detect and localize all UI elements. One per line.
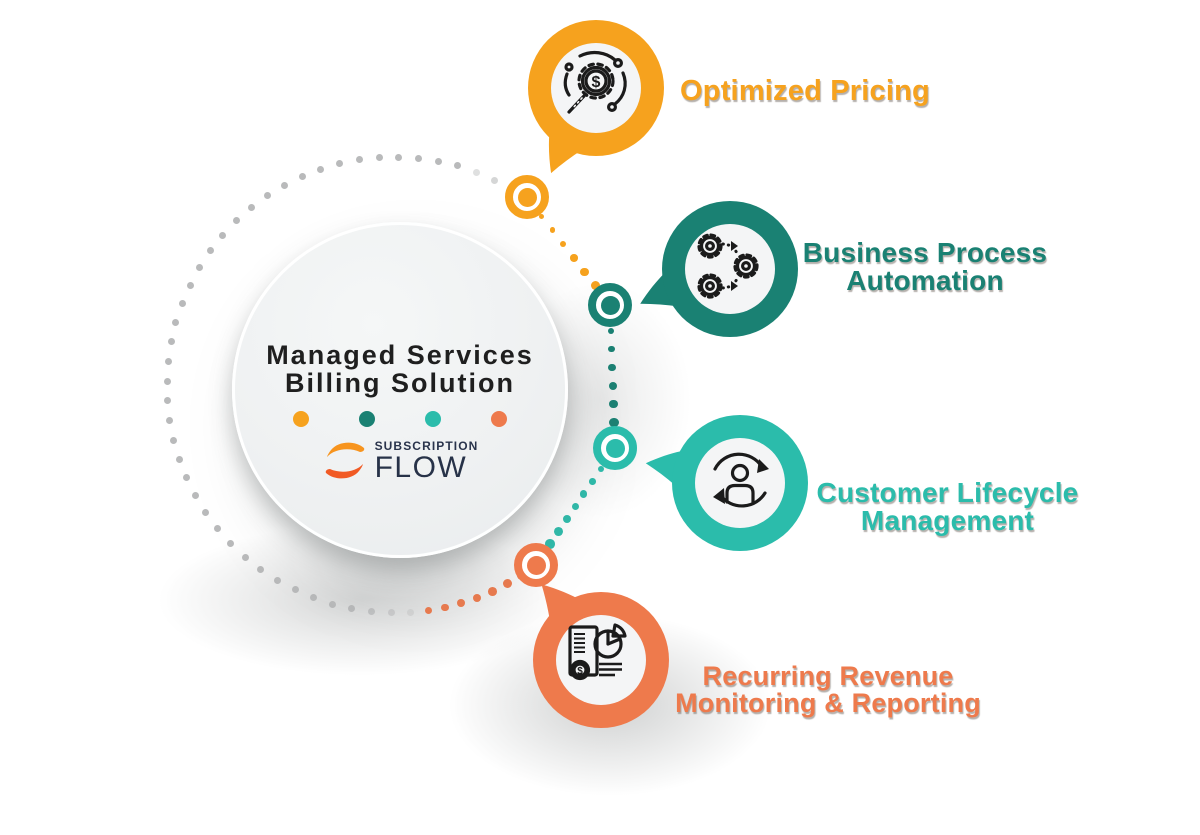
connector-ring-4 [514,543,558,587]
label-customer-lifecycle-management: Customer Lifecycle Management [790,479,1105,535]
label-line1: Optimized Pricing [680,75,930,107]
label-optimized-pricing: Optimized Pricing [640,75,970,107]
label-line2: Monitoring & Reporting [675,688,981,718]
connector-ring-2 [588,283,632,327]
logo-text: SUBSCRIPTION FLOW [374,439,479,484]
subscription-flow-logo: SUBSCRIPTION FLOW [322,439,479,484]
bubble-recurring-revenue: $ [533,584,669,728]
bubble-customer-lifecycle-management [645,415,808,551]
bubble-optimized-pricing: $ [528,20,664,174]
label-line1: Customer Lifecycle [816,477,1079,508]
label-line1: Business Process [802,237,1048,268]
lifecycle-user-arrows-icon [713,452,769,508]
color-dot-3 [425,411,441,427]
center-circle: Managed Services Billing Solution SUBSCR… [232,222,568,558]
ring-core [517,187,537,207]
color-dot-2 [359,411,375,427]
pricing-magnifier-gear-icon: $ [563,50,627,114]
connector-ring-3 [593,426,637,470]
automation-gears-icon [697,233,759,299]
revenue-report-icon: $ [568,623,627,681]
logo-brand-bottom: FLOW [374,451,468,484]
color-dot-1 [293,411,309,427]
color-dot-4 [491,411,507,427]
color-dot-row [293,411,507,427]
ring-core [526,555,546,575]
main-title-line1: Managed Services [266,340,534,370]
label-recurring-revenue: Recurring Revenue Monitoring & Reporting [672,663,984,717]
logo-brand-top: SUBSCRIPTION [374,439,479,453]
connector-ring-1 [505,175,549,219]
main-title: Managed Services Billing Solution [266,341,534,397]
ring-core [600,295,620,315]
infographic-canvas: Managed Services Billing Solution SUBSCR… [80,20,1105,835]
subscription-flow-swoosh-icon [325,442,364,479]
label-line1: Recurring Revenue [702,661,954,691]
label-business-process-automation: Business Process Automation [770,239,1080,295]
main-title-line2: Billing Solution [285,368,515,398]
bubble-business-process-automation [640,201,798,337]
label-line2: Management [860,505,1035,536]
ring-core [605,438,625,458]
svg-text:$: $ [577,666,583,677]
svg-text:$: $ [592,74,601,91]
label-line2: Automation [846,265,1004,296]
